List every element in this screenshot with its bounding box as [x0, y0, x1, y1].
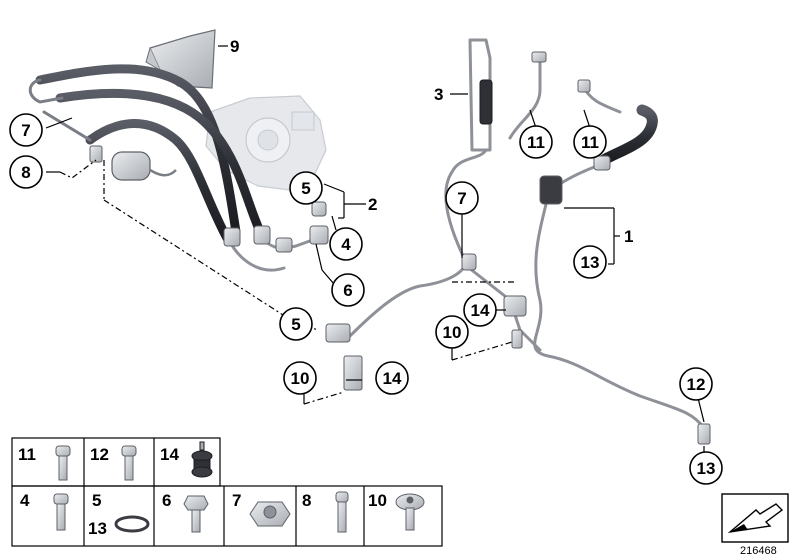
svg-text:13: 13 [581, 253, 600, 272]
callout-7-left[interactable]: 7 [9, 113, 43, 147]
svg-text:3: 3 [434, 85, 443, 104]
callout-7-right[interactable]: 7 [445, 181, 479, 215]
callout-12[interactable]: 12 [679, 367, 713, 401]
bolt-12-icon [121, 445, 137, 481]
svg-text:9: 9 [230, 37, 239, 56]
callout-11-center[interactable]: 11 [519, 125, 553, 159]
callout-3[interactable]: 3 [434, 85, 443, 104]
svg-text:10: 10 [291, 369, 310, 388]
callout-10-left[interactable]: 10 [283, 361, 317, 395]
callout-1[interactable]: 1 [624, 227, 633, 246]
svg-text:6: 6 [343, 281, 352, 300]
svg-text:11: 11 [581, 133, 599, 152]
fittings-right [325, 51, 711, 445]
reservoir-filter [111, 151, 177, 181]
callout-9[interactable]: 9 [230, 37, 239, 56]
legend-label-7: 7 [232, 491, 241, 510]
diagram-id: 216468 [740, 545, 777, 557]
legend-label-11: 11 [18, 445, 36, 464]
rubber-mount-14-icon [191, 441, 213, 478]
bolt-4-icon [53, 493, 69, 531]
svg-text:5: 5 [301, 179, 310, 198]
bolt-10-icon [395, 493, 425, 531]
legend-label-14: 14 [160, 445, 179, 464]
svg-text:4: 4 [341, 235, 351, 254]
svg-text:7: 7 [457, 189, 466, 208]
svg-text:11: 11 [527, 133, 545, 152]
svg-text:14: 14 [471, 301, 490, 320]
bolt-11-icon [55, 445, 71, 481]
callout-6[interactable]: 6 [331, 273, 365, 307]
direction-arrow-icon [721, 493, 789, 543]
legend-label-4: 4 [20, 491, 30, 510]
legend-label-6: 6 [162, 491, 171, 510]
svg-text:7: 7 [21, 121, 30, 140]
svg-text:14: 14 [383, 369, 402, 388]
svg-text:1: 1 [624, 227, 633, 246]
callout-5-upper[interactable]: 5 [289, 171, 323, 205]
callout-14-right[interactable]: 14 [463, 293, 497, 327]
high-pressure-hoses [28, 64, 320, 272]
callout-10-right[interactable]: 10 [435, 315, 469, 349]
callout-2[interactable]: 2 [368, 195, 377, 214]
svg-text:13: 13 [697, 459, 716, 478]
legend-label-8: 8 [302, 491, 311, 510]
bolt-6-icon [183, 495, 209, 533]
callout-11-right[interactable]: 11 [573, 125, 607, 159]
nut-7-icon [249, 501, 291, 527]
o-ring-icon [114, 515, 150, 533]
callout-8[interactable]: 8 [9, 155, 43, 189]
legend-label-5: 5 [92, 491, 101, 510]
svg-text:5: 5 [291, 315, 300, 334]
legend-label-12: 12 [90, 445, 109, 464]
parts-legend: 11 12 14 4 5 13 6 7 8 10 [11, 437, 443, 547]
callout-14-left[interactable]: 14 [375, 361, 409, 395]
legend-label-13: 13 [88, 519, 107, 538]
bolt-8-icon [335, 491, 349, 533]
callout-13-lower[interactable]: 13 [689, 451, 723, 485]
svg-text:8: 8 [21, 163, 30, 182]
svg-text:2: 2 [368, 195, 377, 214]
legend-grid [11, 437, 443, 547]
svg-text:10: 10 [443, 323, 462, 342]
callout-13-upper[interactable]: 13 [573, 245, 607, 279]
legend-label-10: 10 [368, 491, 387, 510]
callout-5-lower[interactable]: 5 [279, 307, 313, 341]
fittings-left [89, 145, 329, 253]
svg-text:12: 12 [687, 375, 706, 394]
callout-4[interactable]: 4 [329, 227, 363, 261]
